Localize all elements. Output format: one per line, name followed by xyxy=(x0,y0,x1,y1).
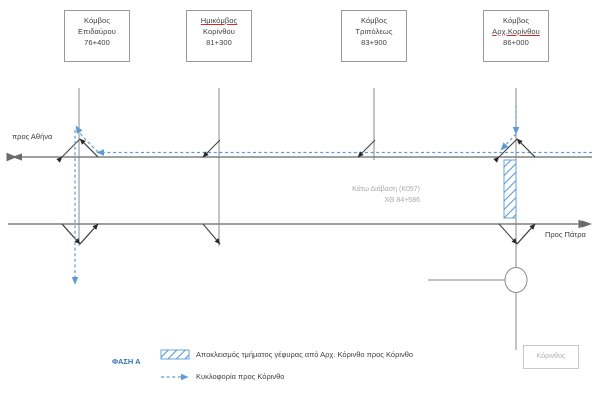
node-line-3: 76+400 xyxy=(84,38,110,47)
node-stems xyxy=(78,88,517,350)
node-line-1: Κόμβος xyxy=(360,16,388,25)
node-line-1: Ημικόμβος xyxy=(200,16,238,25)
legend-item-flow-text: Κυκλοφορία προς Κόρινθο xyxy=(196,372,285,381)
flow-diag-ep xyxy=(81,135,99,153)
node-line-2: Αρχ.Κορίνθου xyxy=(492,27,540,36)
ramp-ep-7 xyxy=(79,223,99,245)
flow-up-ep xyxy=(75,125,83,137)
ramp-ak-1 xyxy=(493,138,518,163)
interchange-imikomvos xyxy=(202,139,221,245)
ramp-ak-6 xyxy=(516,223,536,245)
corinthos-label-box[interactable]: Κόρινθος xyxy=(523,345,579,369)
ramp-tr-1 xyxy=(357,139,376,158)
patras-arrowhead xyxy=(582,220,592,228)
interchange-tripoleos xyxy=(357,139,376,158)
node-line-3: 83+900 xyxy=(361,38,387,47)
node-line-2: Επιδαύρου xyxy=(78,27,116,36)
flow-diag-ak xyxy=(500,133,517,151)
node-box-imikomvos-korinthou[interactable]: Ημικόμβος Κορίνθου 81+300 xyxy=(186,10,252,62)
flow-branch-epidavrou xyxy=(71,125,99,285)
bridge-closure-hatch xyxy=(503,159,517,219)
flow-branch-arx-korinthou xyxy=(500,105,520,151)
roundabout xyxy=(504,267,528,293)
underpass-annotation: Κάτω Διάβαση (Κ057) ΧΘ 84+586 xyxy=(300,184,420,206)
node-line-3: 86+000 xyxy=(503,38,529,47)
direction-label-patras: Προς Πάτρα xyxy=(545,230,586,239)
ramp-im-2 xyxy=(202,223,221,245)
ramp-im-1 xyxy=(202,139,221,158)
node-line-2: Τριπόλεως xyxy=(355,27,393,36)
node-line-2: Κορίνθου xyxy=(202,27,235,36)
node-line-1: Κόμβος xyxy=(502,16,530,25)
ramp-ep-5 xyxy=(61,223,81,245)
underpass-annotation-line2: ΧΘ 84+586 xyxy=(384,197,420,204)
legend-hatch-swatch xyxy=(160,349,190,360)
local-road-network xyxy=(428,267,528,293)
interchange-epidavrou xyxy=(56,138,99,245)
node-box-tripoleos[interactable]: Κόμβος Τριπόλεως 83+900 xyxy=(341,10,407,62)
node-line-3: 81+300 xyxy=(206,38,232,47)
legend-item-closure-text: Αποκλεισμός τμήματος γέφυρας από Αρχ. Κό… xyxy=(196,350,414,359)
node-line-1: Κόμβος xyxy=(83,16,111,25)
legend-phase-label: ΦΑΣΗ Α xyxy=(112,357,141,366)
node-box-arx-korinthou[interactable]: Κόμβος Αρχ.Κορίνθου 86+000 xyxy=(483,10,549,62)
direction-label-athens: προς Αθήνα xyxy=(12,132,53,141)
underpass-annotation-line1: Κάτω Διάβαση (Κ057) xyxy=(352,186,420,193)
node-box-epidavrou[interactable]: Κόμβος Επιδαύρου 76+400 xyxy=(64,10,130,62)
athens-arrowhead xyxy=(12,153,22,161)
ramp-ak-3 xyxy=(516,138,536,158)
ramp-ak-4 xyxy=(498,223,518,245)
ramp-ep-3 xyxy=(79,138,99,158)
ramp-ep-1 xyxy=(56,138,81,163)
